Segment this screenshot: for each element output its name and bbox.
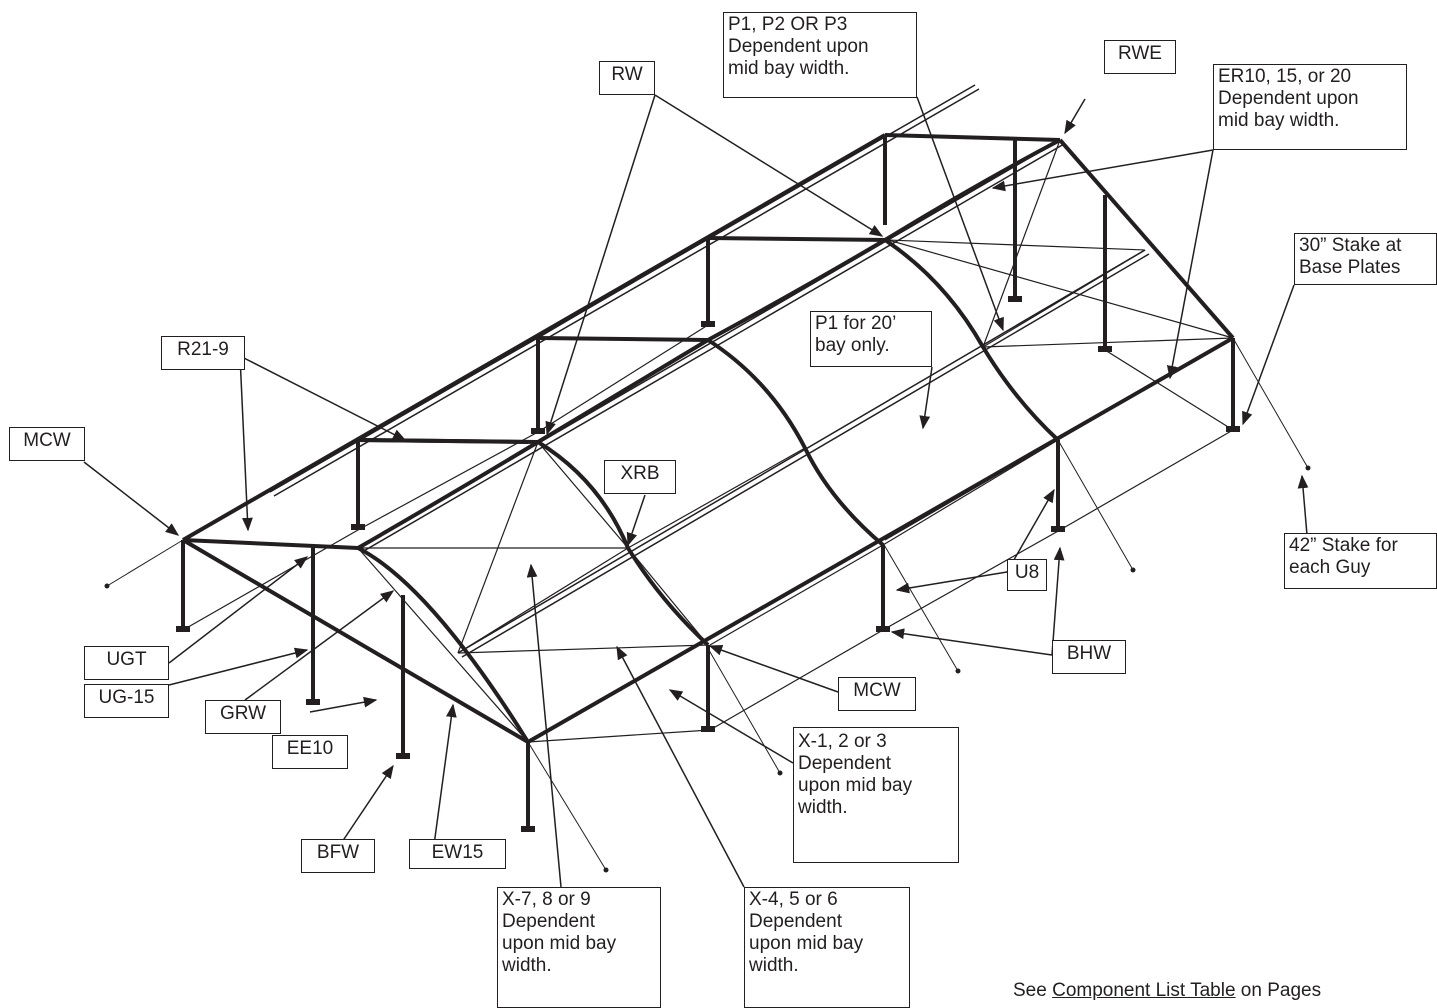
label-line: 42” Stake for bbox=[1289, 535, 1398, 556]
label-p1-p2-p3: P1, P2 OR P3 Dependent upon mid bay widt… bbox=[723, 12, 917, 98]
label-line: Dependent bbox=[502, 911, 595, 932]
label-xrb: XRB bbox=[604, 460, 676, 494]
label-mcw-left: MCW bbox=[9, 427, 85, 461]
label-line: Dependent bbox=[798, 753, 891, 774]
label-line: bay only. bbox=[815, 335, 890, 356]
label-text: UG-15 bbox=[98, 687, 155, 708]
label-p1-20: P1 for 20’ bay only. bbox=[810, 311, 932, 367]
label-ee10: EE10 bbox=[272, 735, 348, 769]
label-ug-15: UG-15 bbox=[84, 684, 169, 718]
base-plates bbox=[176, 296, 1240, 832]
label-stake-42: 42” Stake for each Guy bbox=[1284, 533, 1437, 589]
label-text: GRW bbox=[219, 703, 267, 724]
label-line: upon mid bay bbox=[749, 933, 864, 954]
label-grw: GRW bbox=[205, 700, 281, 734]
label-ugt: UGT bbox=[84, 646, 169, 680]
legs bbox=[181, 135, 1235, 830]
label-line: Dependent upon bbox=[728, 36, 869, 57]
footer-suffix: on Pages bbox=[1235, 980, 1322, 1001]
label-text: UGT bbox=[106, 649, 147, 670]
label-r21-9: R21-9 bbox=[161, 336, 245, 370]
label-text: RWE bbox=[1118, 43, 1162, 64]
label-ew15: EW15 bbox=[409, 839, 506, 869]
label-x-4-5-6: X-4, 5 or 6 Dependent upon mid bay width… bbox=[744, 887, 910, 1008]
label-line: Base Plates bbox=[1299, 257, 1401, 278]
label-text: XRB bbox=[620, 463, 660, 484]
label-bfw: BFW bbox=[301, 839, 375, 873]
label-u8: U8 bbox=[1007, 559, 1047, 591]
guy-wires bbox=[106, 337, 1309, 871]
label-text: RW bbox=[611, 64, 643, 85]
label-er: ER10, 15, or 20 Dependent upon mid bay w… bbox=[1213, 64, 1407, 150]
component-list-link[interactable]: Component List Table bbox=[1052, 980, 1236, 1001]
label-line: mid bay width. bbox=[1218, 110, 1340, 131]
label-rwe: RWE bbox=[1104, 40, 1176, 74]
label-bhw: BHW bbox=[1052, 640, 1126, 674]
label-line: X-4, 5 or 6 bbox=[749, 889, 838, 910]
label-line: X-7, 8 or 9 bbox=[502, 889, 591, 910]
label-line: each Guy bbox=[1289, 557, 1371, 578]
label-stake-30: 30” Stake at Base Plates bbox=[1294, 233, 1437, 285]
callout-leaders bbox=[83, 94, 1309, 888]
label-text: MCW bbox=[853, 680, 901, 701]
label-line: width. bbox=[749, 955, 799, 976]
label-line: width. bbox=[502, 955, 552, 976]
label-line: Dependent bbox=[749, 911, 842, 932]
label-rw: RW bbox=[599, 61, 655, 95]
label-x-7-8-9: X-7, 8 or 9 Dependent upon mid bay width… bbox=[497, 887, 661, 1008]
label-line: mid bay width. bbox=[728, 58, 850, 79]
label-x-1-2-3: X-1, 2 or 3 Dependent upon mid bay width… bbox=[793, 727, 959, 863]
label-text: U8 bbox=[1014, 562, 1040, 583]
label-line: upon mid bay bbox=[798, 775, 913, 796]
label-line: Dependent upon bbox=[1218, 88, 1359, 109]
label-line: P1 for 20’ bbox=[815, 313, 897, 334]
label-line: ER10, 15, or 20 bbox=[1218, 66, 1352, 87]
label-text: R21-9 bbox=[177, 339, 229, 360]
label-text: BHW bbox=[1066, 643, 1112, 664]
label-line: 30” Stake at bbox=[1299, 235, 1402, 256]
footer-prefix: See bbox=[1013, 980, 1053, 1001]
label-text: EW15 bbox=[431, 842, 484, 863]
main-frame bbox=[181, 133, 1235, 744]
label-text: BFW bbox=[316, 842, 360, 863]
label-text: MCW bbox=[23, 430, 71, 451]
label-line: upon mid bay bbox=[502, 933, 617, 954]
footer-note: See Component List Table on Pages bbox=[1013, 980, 1321, 1002]
label-line: X-1, 2 or 3 bbox=[798, 731, 887, 752]
label-text: EE10 bbox=[286, 738, 334, 759]
label-line: width. bbox=[798, 797, 848, 818]
label-line: P1, P2 OR P3 bbox=[728, 14, 848, 35]
label-mcw-right: MCW bbox=[838, 677, 916, 711]
